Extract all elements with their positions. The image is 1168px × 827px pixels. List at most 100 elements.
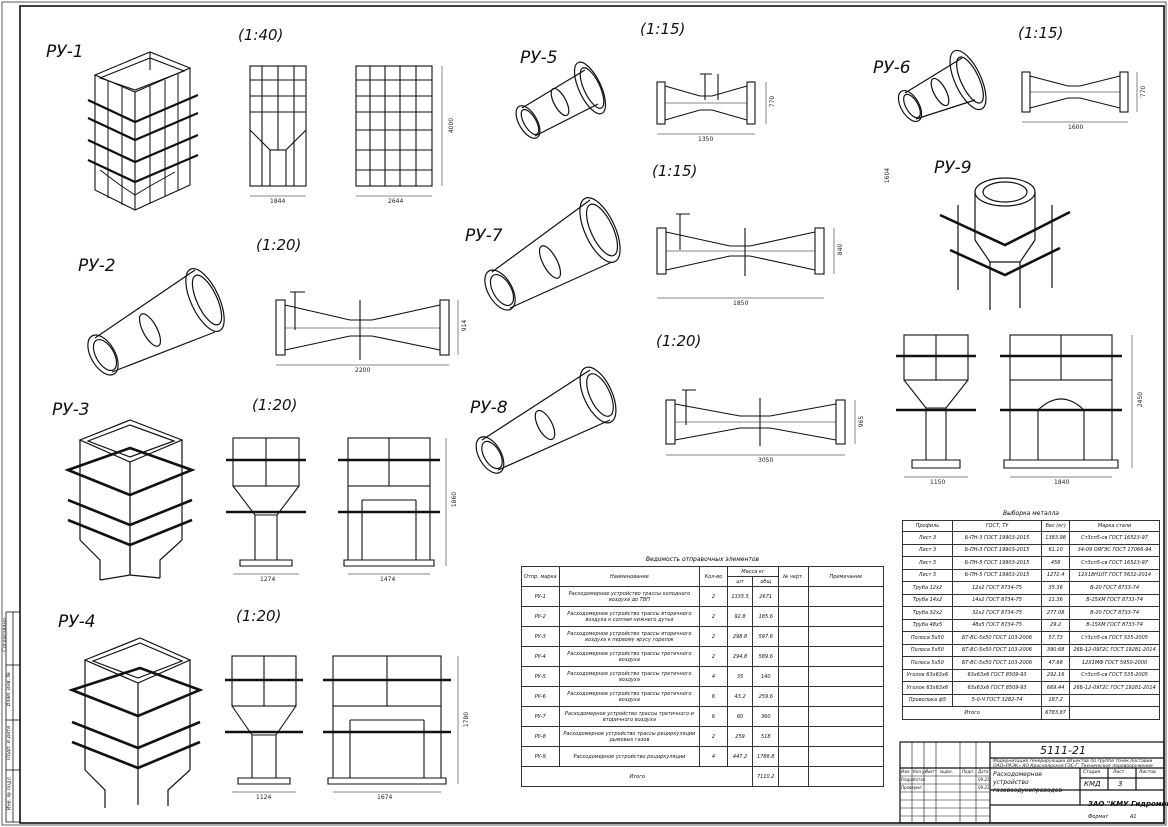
material-cell-grade: 12Х1МФ ГОСТ 5950-2000	[1069, 656, 1160, 670]
ru4-side-view	[323, 655, 459, 793]
spec-cell-drawing	[778, 726, 809, 747]
spec-cell-mark: РУ-4	[521, 646, 560, 667]
spec-cell-note	[807, 746, 885, 767]
spec-header-mass: Масса кг	[726, 566, 780, 577]
title-col-date: Дата	[978, 769, 989, 774]
spec-cell-mark: РУ-6	[521, 686, 560, 707]
ru5-side-view	[656, 73, 767, 135]
spec-cell-name: Расходомерное устройство трассы третично…	[558, 666, 701, 687]
scale-ru7: (1:15)	[652, 162, 698, 180]
dim-ru9-top: 1604	[884, 167, 892, 184]
label-ru7: РУ-7	[465, 226, 503, 246]
material-cell-gost: 5-0-Ч ГОСТ 3282-74	[951, 693, 1043, 707]
material-cell-gost: Б-ПН-3 ГОСТ 19903-2015	[951, 543, 1043, 557]
dim-ru9-w1: 1150	[930, 479, 946, 486]
material-cell-gost: 63х63х6 ГОСТ 8509-93	[951, 668, 1043, 682]
material-cell-profile: Полоса 5х50	[902, 631, 953, 645]
ru3-side-view	[338, 437, 447, 575]
spec-header-mark: Отпр. марка	[521, 566, 560, 587]
ru5-isometric	[515, 61, 607, 139]
ru7-isometric	[484, 197, 621, 311]
material-cell-profile: Уголок 63х63х6	[902, 681, 953, 695]
title-col-list: Лист	[925, 769, 936, 774]
material-cell-profile: Лист 5	[902, 556, 953, 570]
title-col-doc: №док.	[940, 769, 954, 774]
spec-cell-mark: РУ-7	[521, 706, 560, 727]
spec-header-note: Примечание	[807, 566, 885, 587]
spec-cell-drawing	[778, 606, 809, 627]
material-cell-mass: 1272.4	[1041, 568, 1071, 582]
material-cell-profile: Лист 5	[902, 568, 953, 582]
spec-cell-qty: 2	[699, 586, 728, 607]
side-stamp-sign-date: Подп. и дата	[6, 725, 13, 761]
material-cell-gost: БТ-ВС-5х50 ГОСТ 103-2006	[951, 631, 1043, 645]
title-sheet-no: 3	[1118, 780, 1123, 788]
spec-cell-total-mass: 597.6	[752, 626, 780, 647]
spec-header-mass-unit: шт	[726, 576, 754, 587]
material-cell-gost: БТ-ВС-5х50 ГОСТ 103-2006	[951, 656, 1043, 670]
spec-cell-drawing	[778, 746, 809, 767]
title-col-sign: Подп.	[962, 769, 975, 774]
spec-table: Отпр. марка Наименование Кол-во Масса кг…	[520, 566, 885, 787]
mat-total-label: Итого	[901, 706, 1043, 720]
title-col-kol: Кол.уч	[913, 769, 927, 774]
spec-cell-unit-mass: 60	[726, 706, 754, 727]
spec-header-drawing: № черт.	[778, 566, 809, 587]
dim-ru9-h: 2450	[1137, 391, 1145, 408]
scale-ru6: (1:15)	[1018, 24, 1064, 42]
material-cell-grade: Ст3сп5-св ГОСТ 16523-97	[1069, 531, 1160, 545]
spec-cell-note	[807, 706, 885, 727]
label-ru8: РУ-8	[470, 398, 508, 418]
material-cell-grade: Ст3сп5-св ГОСТ 535-2005	[1069, 668, 1160, 682]
spec-cell-note	[807, 586, 885, 607]
spec-cell-total-mass: 1788.8	[752, 746, 780, 767]
spec-header-mass-total: общ	[752, 576, 780, 587]
spec-cell-unit-mass: 259	[726, 726, 754, 747]
spec-cell-unit-mass: 298.8	[726, 626, 754, 647]
material-cell-grade: 26Б-12-09Г2С ГОСТ 19281-2014	[1069, 643, 1160, 657]
dim-ru6-l: 1600	[1068, 124, 1084, 131]
spec-cell-mark: РУ-1	[521, 586, 560, 607]
label-ru1: РУ-1	[46, 42, 84, 62]
label-ru9: РУ-9	[934, 158, 972, 178]
spec-cell-drawing	[778, 706, 809, 727]
material-cell-grade: В-15ХМ ГОСТ 8733-74	[1069, 618, 1160, 632]
title-kmd: КМД	[1084, 780, 1101, 788]
spec-cell-total-mass: 2671	[752, 586, 780, 607]
material-cell-gost: Б-ПН-5 ГОСТ 19903-2015	[951, 568, 1043, 582]
spec-cell-note	[807, 686, 885, 707]
material-cell-profile: Уголок 63х63х6	[902, 668, 953, 682]
material-cell-mass: 669.44	[1041, 681, 1071, 695]
material-cell-profile: Труба 12х2	[902, 581, 953, 595]
spec-cell-qty: 2	[699, 646, 728, 667]
spec-cell-unit-mass: 92.8	[726, 606, 754, 627]
material-cell-gost: Б-ПН-3 ГОСТ 19903-2015	[951, 531, 1043, 545]
spec-header-name: Наименование	[558, 566, 701, 587]
dim-ru5-l: 1350	[698, 136, 714, 143]
title-role2: Проверил	[901, 785, 922, 790]
material-cell-gost: Б-ПН-5 ГОСТ 19903-2015	[951, 556, 1043, 570]
spec-cell-unit-mass: 447.2	[726, 746, 754, 767]
dim-ru3-w1: 1274	[260, 576, 276, 583]
spec-total-label: Итого	[520, 766, 754, 787]
material-cell-profile: Труба 14х2	[902, 593, 953, 607]
material-cell-grade: 12Х18Н10Т ГОСТ 5632-2014	[1069, 568, 1160, 582]
spec-cell-name: Расходомерное устройство трассы третично…	[558, 706, 701, 727]
material-cell-mass: 187.2	[1041, 693, 1071, 707]
spec-cell-mark: РУ-3	[521, 626, 560, 647]
spec-cell-qty: 2	[699, 606, 728, 627]
material-cell-grade: 26Б-12-09Г2С ГОСТ 19281-2014	[1069, 681, 1160, 695]
spec-cell-mark: РУ-5	[521, 666, 560, 687]
